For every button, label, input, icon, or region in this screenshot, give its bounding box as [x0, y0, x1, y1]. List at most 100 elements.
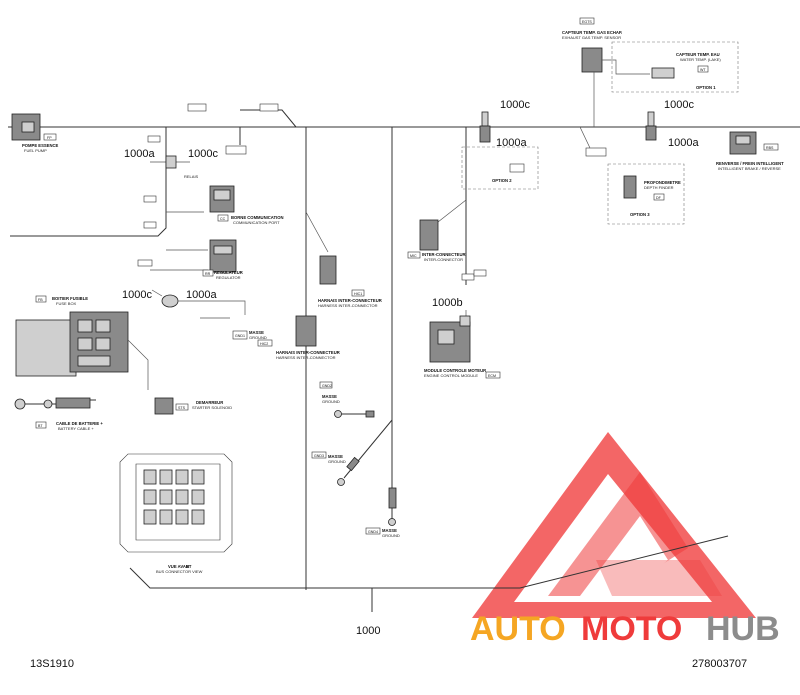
ref-1000c-right: 1000c — [664, 99, 694, 111]
ref-1000c-left: 1000c — [188, 148, 218, 160]
right-sensor: 1000c 1000a — [579, 99, 699, 157]
ground-4-label-fr: MASSE — [382, 528, 397, 533]
battery-cable-label-en: BATTERY CABLE + — [58, 426, 94, 431]
main-harness — [8, 109, 800, 612]
svg-text:ECM: ECM — [488, 374, 496, 378]
svg-text:RBS: RBS — [766, 146, 774, 150]
depth-finder: PROFONDIMETRE DEPTH FINDER DF OPTION 3 — [607, 163, 685, 225]
ground-2: GND2 MASSE GROUND — [319, 381, 375, 418]
middle-ref-sensor: 1000c 1000a — [122, 289, 246, 315]
ref-1000a-right: 1000a — [668, 137, 699, 149]
svg-text:RR: RR — [205, 272, 211, 276]
ground-3-label-en: GROUND — [328, 459, 346, 464]
bottom-trunk — [129, 535, 729, 589]
ref-1000c-center: 1000c — [500, 99, 530, 111]
fuse-box-label-fr: BOITIER FUSIBLE — [52, 296, 88, 301]
watermark-m-cut — [580, 516, 668, 596]
fuel-pump-label-en: FUEL PUMP — [24, 148, 47, 153]
intelligent-brake-reverse: RBS RENVERSE / FREIN INTELLIGENT INTELLI… — [716, 131, 784, 171]
fuel-pump-tag: FP — [47, 136, 52, 140]
exhaust-sensor-icon — [581, 47, 603, 73]
ground-1: GND1 MASSE GROUND — [232, 330, 267, 340]
svg-text:HIC2: HIC2 — [260, 342, 268, 346]
inter-connector: MIC INTER-CONNECTEUR INTER-CONNECTOR — [407, 199, 467, 262]
harness-conn-1-label-en: HARNESS INTER-CONNECTOR — [318, 303, 378, 308]
communication-port: CC BORNE COMMUNICATION COMMUNICATION POR… — [166, 185, 284, 225]
center-sensor-icon — [479, 125, 491, 143]
branch-upper-left — [240, 109, 297, 128]
svg-text:WT: WT — [700, 68, 706, 72]
harness-conn-1-icon — [319, 255, 337, 285]
harness-interconnector-2: HIC2 HARNAIS INTER-CONNECTEUR HARNESS IN… — [257, 315, 340, 360]
starter-label-en: STARTER SOLENOID — [192, 405, 232, 410]
option-3-box — [607, 163, 685, 225]
comm-port-label-en: COMMUNICATION PORT — [233, 220, 280, 225]
option-3-label: OPTION 3 — [630, 212, 650, 217]
left-branch-vertical — [10, 127, 167, 237]
svg-text:MIC: MIC — [410, 254, 417, 258]
center-sensor: 1000c 1000a OPTION 2 — [461, 99, 539, 190]
ground-1-label-fr: MASSE — [249, 330, 264, 335]
water-temp-label-fr: CAPTEUR TEMP. EAU — [676, 52, 720, 57]
depth-finder-icon — [623, 175, 637, 199]
battery-cable-label-fr: CABLE DE BATTERIE + — [56, 421, 103, 426]
option-2-label: OPTION 2 — [492, 178, 512, 183]
ref-1000c-mid: 1000c — [122, 289, 152, 301]
battery-cable: BT CABLE DE BATTERIE + BATTERY CABLE + — [14, 397, 103, 431]
main-ref-1000: 1000 — [356, 625, 380, 637]
watermark-text-auto: AUTO — [470, 610, 566, 648]
ref-1000a-left: 1000a — [124, 148, 155, 160]
ground-4: GND4 MASSE GROUND — [365, 487, 400, 538]
water-temp-label-en: WATER TEMP. (LAKE) — [680, 57, 721, 62]
starter-solenoid: STS DEMARREUR STARTER SOLENOID — [154, 397, 232, 415]
svg-text:STS: STS — [178, 406, 186, 410]
inter-connector-label-fr: INTER-CONNECTEUR — [422, 252, 466, 257]
fuse-box-label-en: FUSE BOX — [56, 301, 77, 306]
ground-4-label-en: GROUND — [382, 533, 400, 538]
svg-text:BUS CONNECTOR VIEW: BUS CONNECTOR VIEW — [156, 569, 203, 574]
ground-1-label-en: GROUND — [249, 335, 267, 340]
svg-text:GND4: GND4 — [368, 530, 378, 534]
left-sensor-icon — [165, 155, 177, 169]
watermark-text-hub: HUB — [706, 610, 780, 648]
svg-text:HIC1: HIC1 — [354, 292, 362, 296]
svg-text:BT: BT — [38, 424, 43, 428]
fuse-box-cover — [15, 319, 77, 377]
ground-2-label-fr: MASSE — [322, 394, 337, 399]
left-sensor-group: 1000a 1000c RELAIS — [124, 135, 218, 229]
starter-label-fr: DEMARREUR — [196, 400, 223, 405]
svg-text:GND2: GND2 — [322, 384, 332, 388]
ref-1000b: 1000b — [432, 297, 463, 309]
reverse-label-fr: RENVERSE / FREIN INTELLIGENT — [716, 161, 784, 166]
ground-3-label-fr: MASSE — [328, 454, 343, 459]
fuse-box: FB BOITIER FUSIBLE FUSE BOX — [15, 295, 230, 390]
engine-control-module: 1000b MODULE CONTROLE MOTEUR ENGINE CONT… — [424, 273, 501, 379]
watermark-bar — [596, 560, 722, 596]
svg-text:GND3: GND3 — [314, 454, 324, 458]
harness-interconnector-1: HIC1 HARNAIS INTER-CONNECTEUR HARNESS IN… — [305, 211, 382, 308]
regulator: RR REGULATEUR REGULATOR — [137, 239, 243, 280]
regulator-icon — [209, 239, 237, 273]
harness-conn-1-label-fr: HARNAIS INTER-CONNECTEUR — [318, 298, 382, 303]
reverse-label-en: INTELLIGENT BRAKE / REVERSE — [718, 166, 781, 171]
exhaust-sensor-label-fr: CAPTEUR TEMP. GAS ECHAP. — [562, 30, 622, 35]
svg-text:GND1: GND1 — [235, 334, 245, 338]
part-number: 278003707 — [692, 658, 747, 670]
water-temp-icon — [651, 67, 675, 79]
ground-2-label-en: GROUND — [322, 399, 340, 404]
option-1-label: OPTION 1 — [696, 85, 716, 90]
inter-connector-icon — [419, 219, 439, 251]
comm-port-label-fr: BORNE COMMUNICATION — [231, 215, 284, 220]
harness-conn-2-label-fr: HARNAIS INTER-CONNECTEUR — [276, 350, 340, 355]
svg-text:EGTS: EGTS — [582, 20, 592, 24]
starter-icon — [154, 397, 174, 415]
watermark-text-moto: MOTO — [581, 610, 682, 648]
svg-text:RELAIS: RELAIS — [184, 174, 199, 179]
exhaust-sensor-label-en: EXHAUST GAS TEMP. SENSOR — [562, 35, 621, 40]
depth-finder-label-en: DEPTH FINDER — [644, 185, 674, 190]
bus-connector-label: VUE AVANT — [168, 564, 192, 569]
harness-conn-2-label-en: HARNESS INTER-CONNECTOR — [276, 355, 336, 360]
harness-conn-2-icon — [295, 315, 317, 347]
right-sensor-icon — [645, 125, 657, 141]
